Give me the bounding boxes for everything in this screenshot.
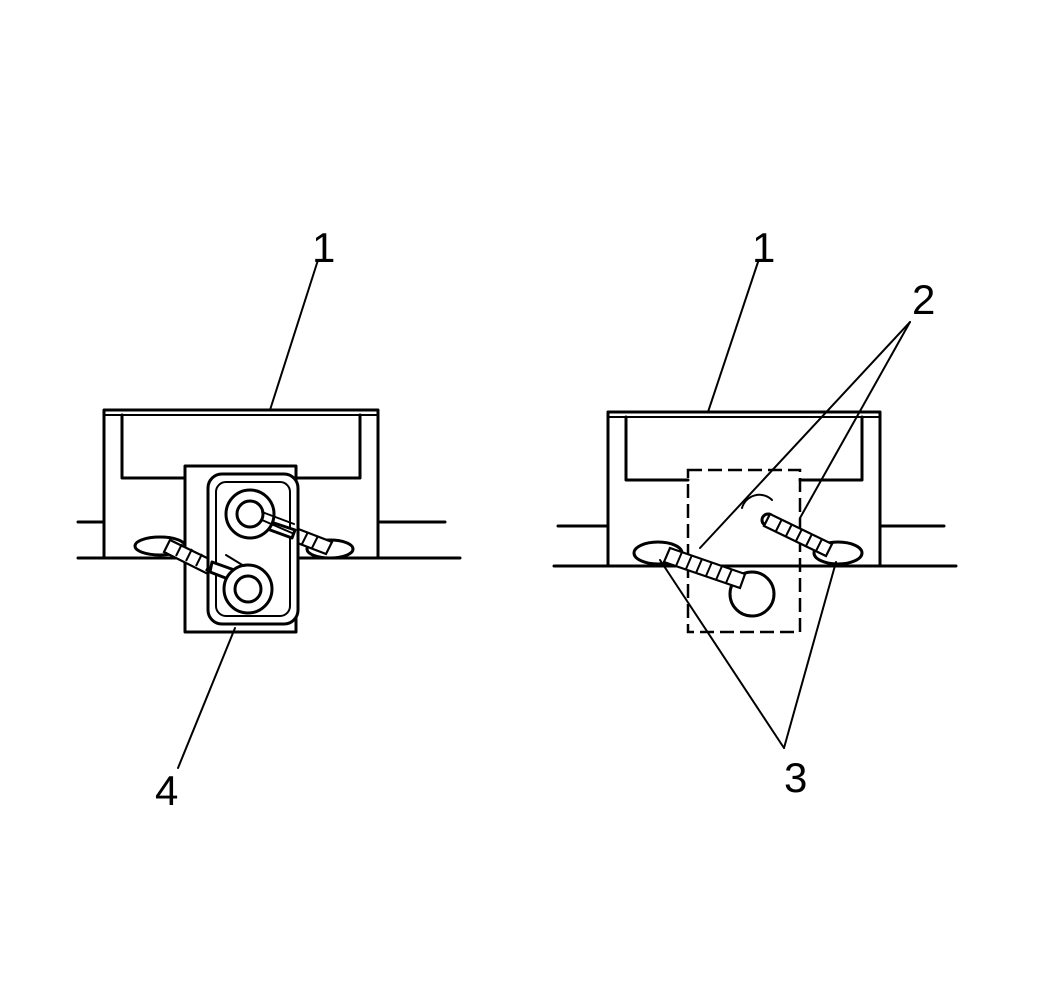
- right-leader-2b: [799, 321, 911, 519]
- left-terminal-cover: [206, 472, 300, 626]
- right-leader-1: [707, 261, 759, 413]
- left-view: 1 4: [76, 224, 462, 814]
- right-view: 1 2 3: [552, 224, 958, 801]
- right-callout-2: 2: [912, 276, 935, 323]
- left-leader-4: [177, 627, 236, 769]
- right-leader-2a: [699, 321, 911, 549]
- left-leader-1: [269, 259, 319, 411]
- right-callout-3: 3: [784, 754, 807, 801]
- left-component-housing: [102, 408, 380, 560]
- right-leader-3a: [659, 559, 785, 749]
- right-callout-1: 1: [752, 224, 775, 271]
- right-spring-wire: [632, 493, 864, 618]
- left-callout-4: 4: [155, 767, 178, 814]
- right-leader-3b: [783, 561, 837, 749]
- left-callout-1: 1: [312, 224, 335, 271]
- right-retainer-outline: [686, 468, 802, 634]
